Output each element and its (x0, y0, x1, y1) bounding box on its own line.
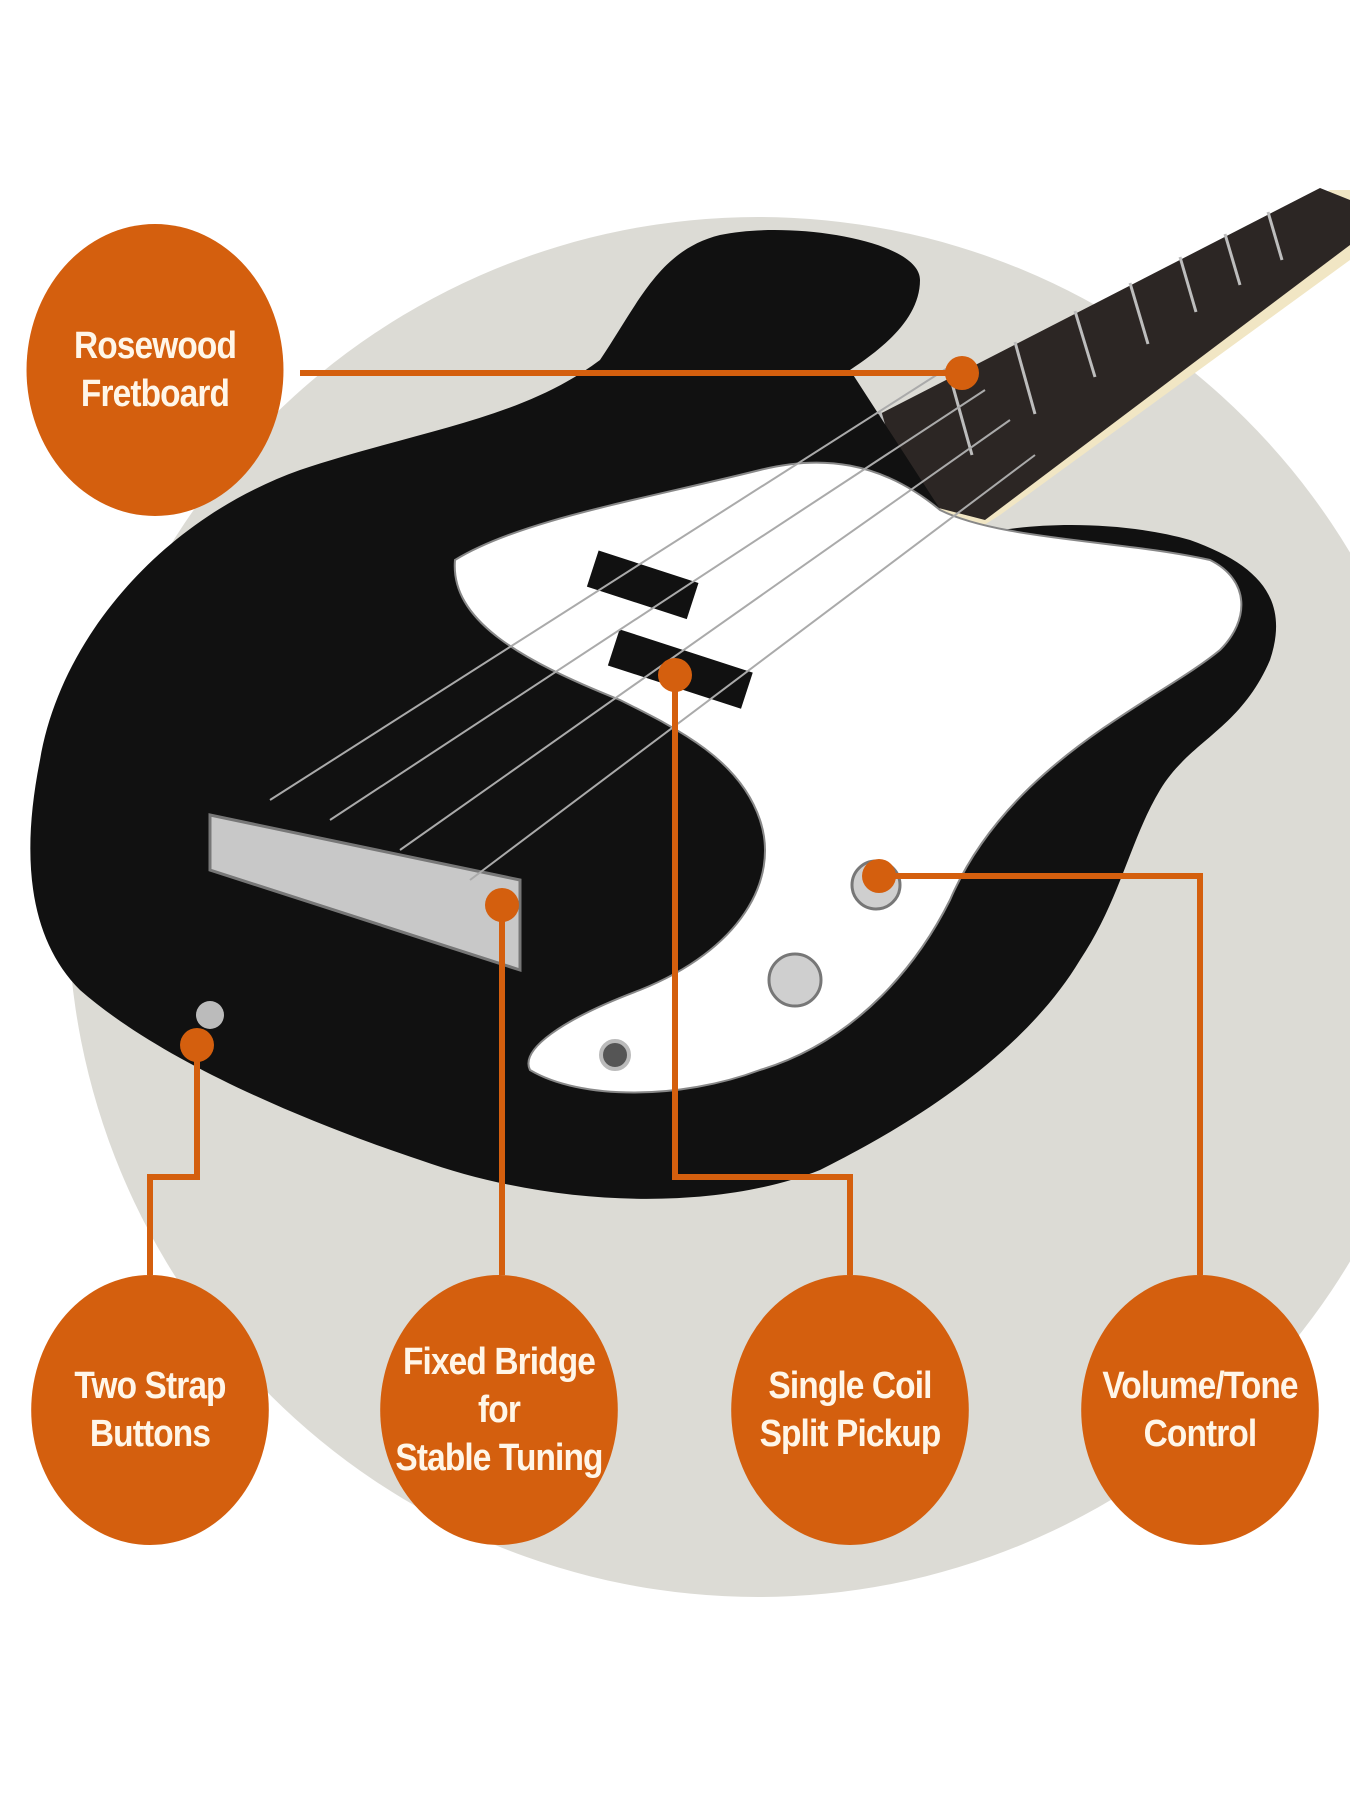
leader-lines (147, 370, 1203, 1275)
strings (269, 359, 1036, 881)
callout-text: Volume/Tone (1102, 1365, 1298, 1407)
callout-text: Split Pickup (759, 1413, 942, 1455)
pickguard (453, 461, 1243, 1094)
callout-text: Two Strap (74, 1365, 226, 1407)
callout-text: Buttons (89, 1413, 211, 1455)
bridge (208, 813, 522, 973)
output-jack (599, 1039, 631, 1071)
callout-text: Control (1143, 1413, 1258, 1455)
callout-text: Single Coil (768, 1365, 932, 1407)
callout-text: Stable Tuning (395, 1437, 603, 1479)
fretboard (800, 188, 1350, 540)
callout-text: Fixed Bridge for (403, 1341, 596, 1431)
callout-dots (180, 356, 979, 1062)
tone-knob (767, 952, 823, 1008)
strap-button (196, 1001, 224, 1029)
pickup-upper (586, 550, 699, 620)
callout-text: Rosewood (73, 325, 237, 367)
callout-text: Fretboard (80, 373, 230, 415)
